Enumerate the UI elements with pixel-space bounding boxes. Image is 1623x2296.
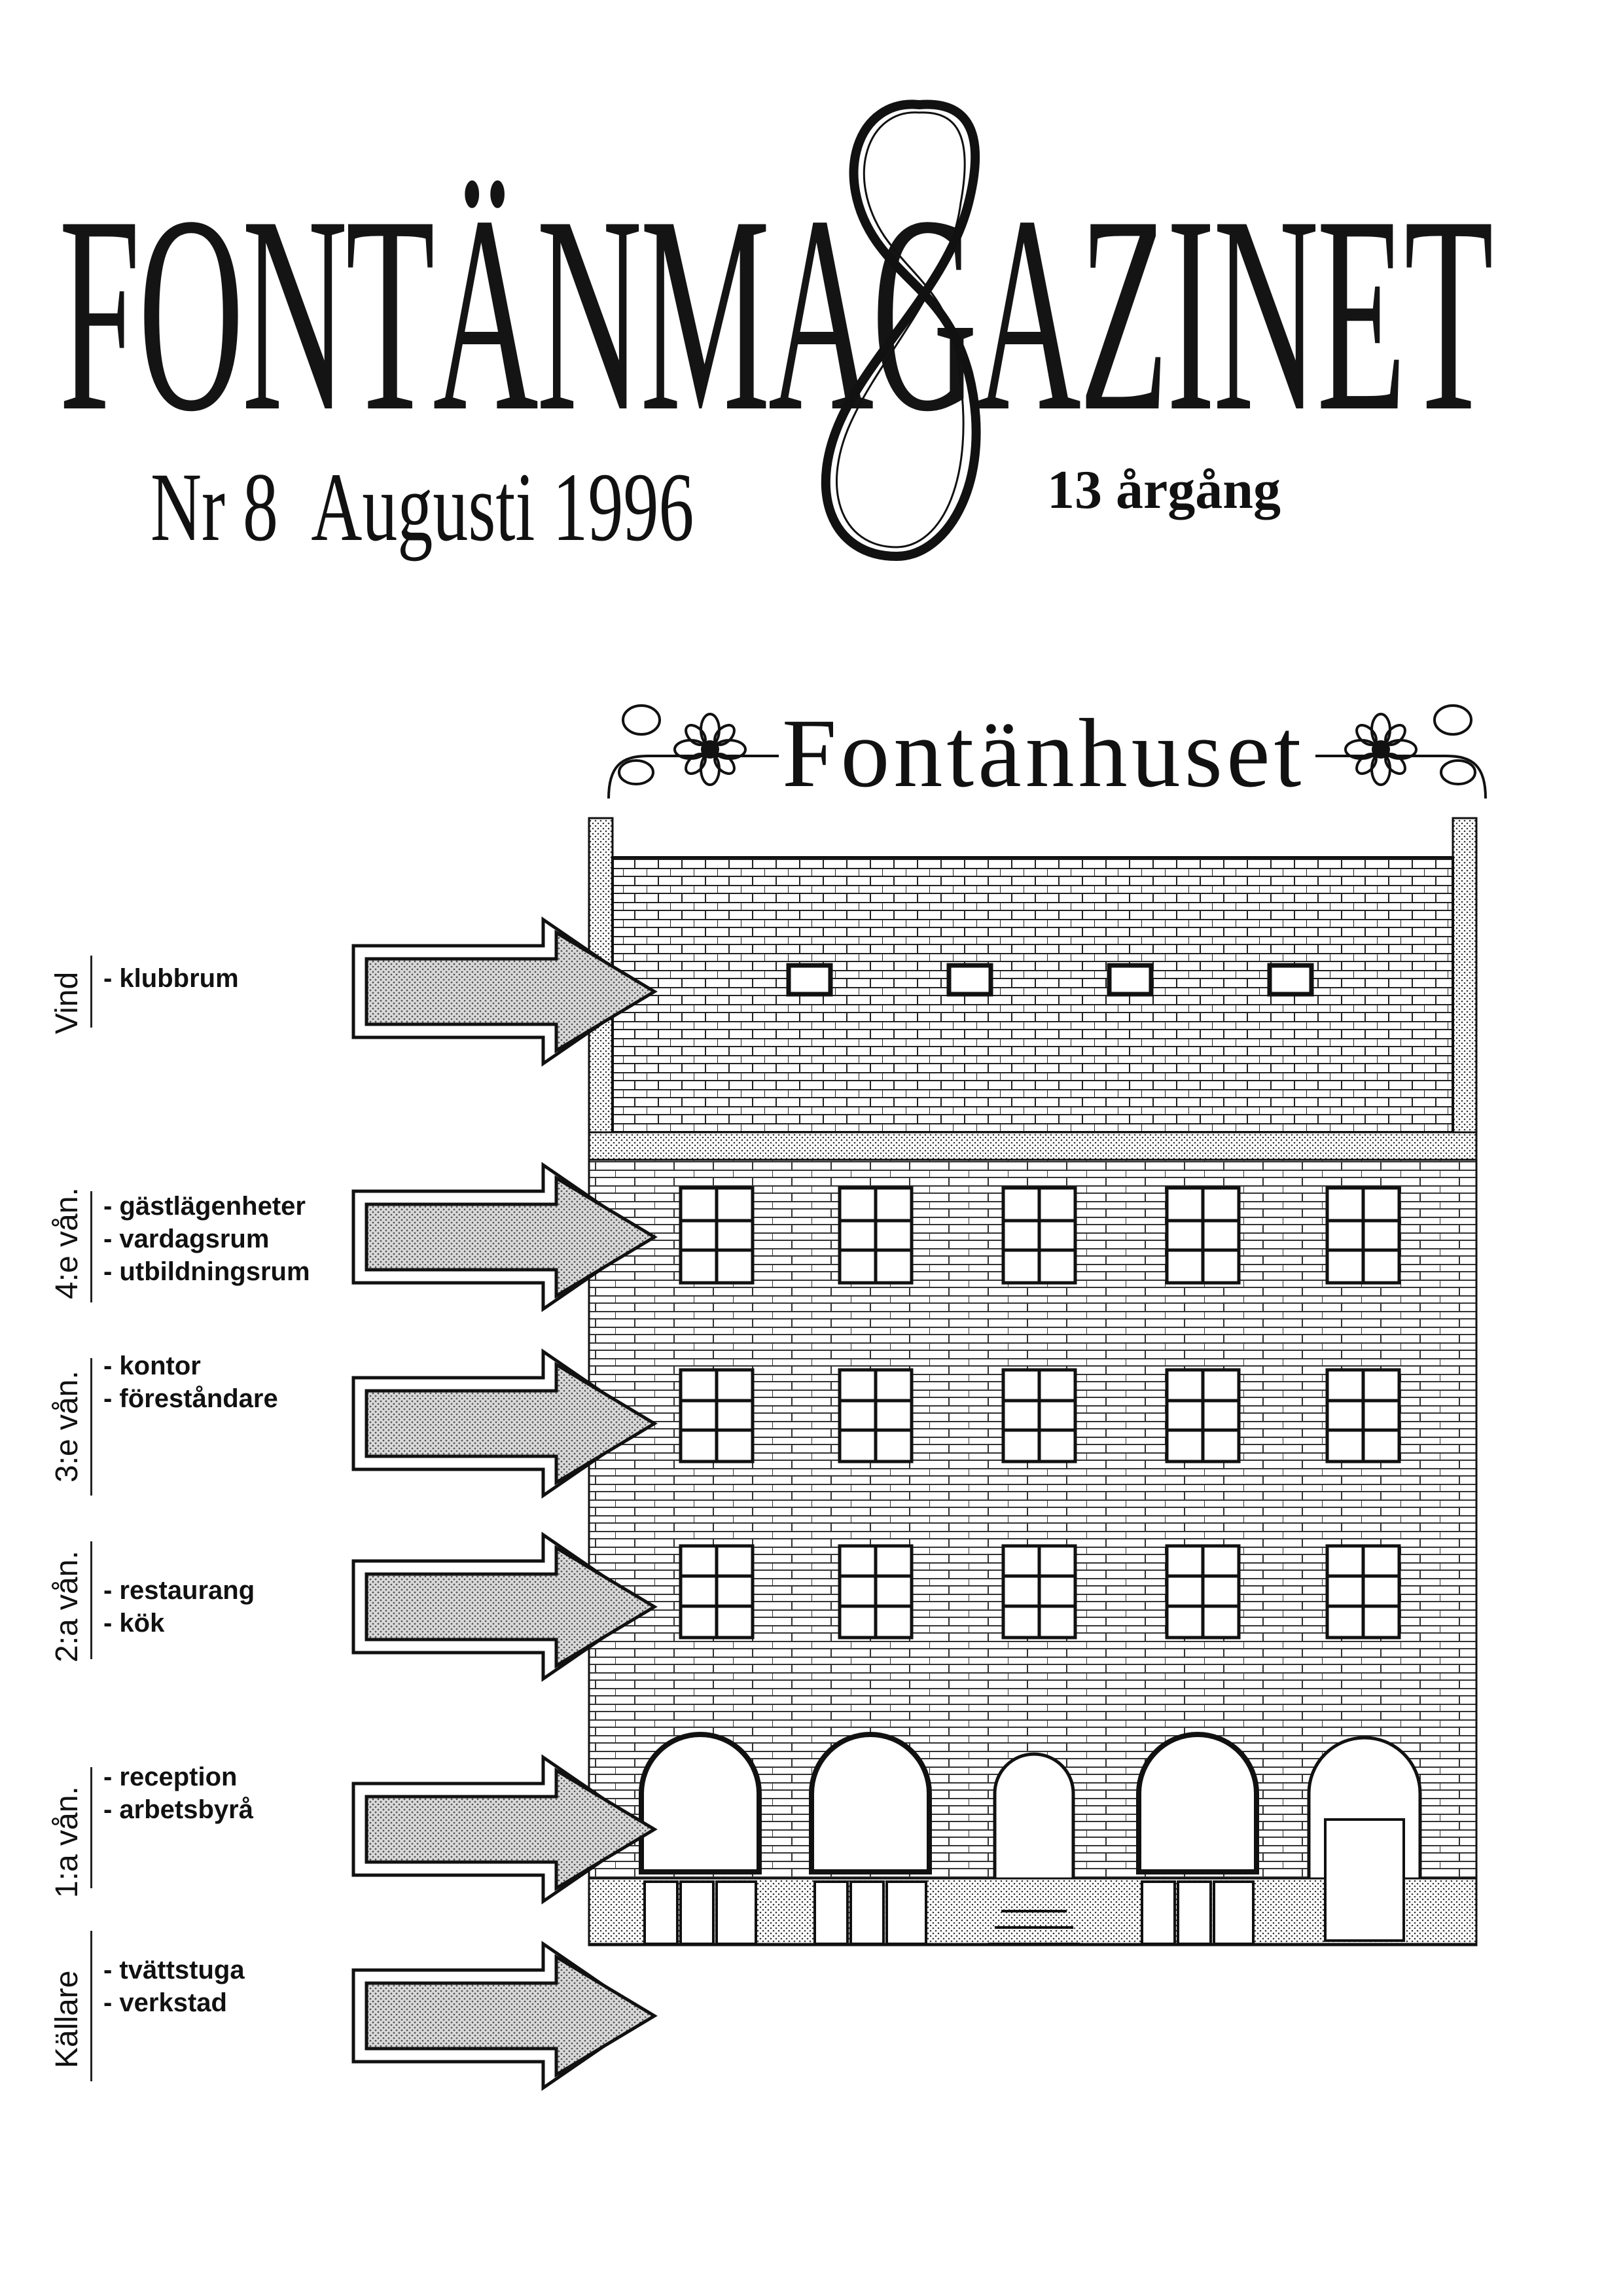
floor-divider-3e-van (90, 1358, 92, 1496)
room-tvattstuga: - tvättstuga (103, 1956, 245, 1984)
masthead: FONTÄNMAGAZINET (59, 173, 1493, 455)
arrow-3e-van (351, 1348, 658, 1499)
room-forestandare: - föreståndare (103, 1384, 278, 1413)
floor-label-1a-van: 1:a vån. (50, 1786, 84, 1898)
arrow-vind (351, 916, 658, 1067)
volume-label: 13 årgång (1047, 459, 1281, 520)
issue-number: Nr 8 (151, 453, 278, 562)
arrow-4e-van (351, 1162, 658, 1312)
room-reception: - reception (103, 1763, 238, 1791)
left-floral-ornament (607, 704, 779, 799)
floor-label-3e-van: 3:e vån. (50, 1371, 84, 1482)
issue-eight-graphic (821, 99, 981, 562)
floor-label-kallare: Källare (50, 1970, 84, 2068)
right-floral-ornament (1315, 704, 1487, 799)
room-vardagsrum: - vardagsrum (103, 1225, 270, 1253)
floor-label-vind: Vind (50, 971, 84, 1034)
floor-divider-vind (90, 956, 92, 1028)
floor-label-4e-van: 4:e vån. (50, 1187, 84, 1299)
floor-divider-2a-van (90, 1541, 92, 1659)
issue-date: Augusti 1996 (311, 453, 694, 562)
room-gastlagenheter: - gästlägenheter (103, 1192, 306, 1221)
room-kok: - kök (103, 1609, 165, 1638)
room-kontor: - kontor (103, 1352, 201, 1380)
room-utbildningsrum: - utbildningsrum (103, 1257, 310, 1286)
floor-divider-4e-van (90, 1191, 92, 1302)
building-title: Fontänhuset (782, 699, 1306, 808)
floor-divider-kallare (90, 1931, 92, 2081)
arrow-kallare (351, 1941, 658, 2091)
room-restaurang: - restaurang (103, 1576, 255, 1605)
floor-label-2a-van: 2:a vån. (50, 1551, 84, 1662)
arrow-2a-van (351, 1532, 658, 1682)
masthead-title: FONTÄNMAGAZINET (59, 158, 1493, 470)
floor-divider-1a-van (90, 1767, 92, 1888)
building-facade-drawing (588, 817, 1478, 1946)
room-arbetsbyra: - arbetsbyrå (103, 1795, 253, 1824)
room-klubbrum: - klubbrum (103, 964, 239, 993)
room-verkstad: - verkstad (103, 1988, 227, 2017)
arrow-1a-van (351, 1754, 658, 1905)
